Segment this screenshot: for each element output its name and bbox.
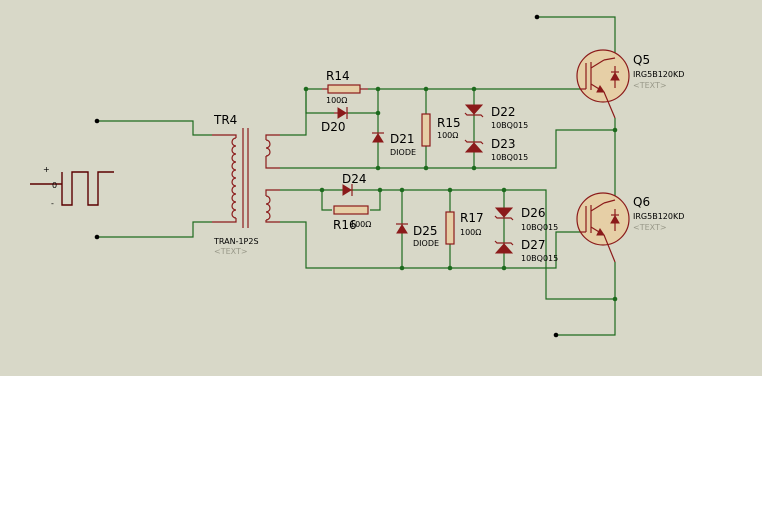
r15-value: 100Ω — [437, 131, 458, 140]
r16-ref: R16 — [333, 218, 357, 232]
q5-ref: Q5 — [633, 53, 650, 67]
d20-ref: D20 — [321, 120, 346, 134]
zener-d22[interactable]: D22 10BQ015 — [464, 104, 528, 130]
diode-d25[interactable]: D25 DIODE — [396, 223, 439, 248]
zener-d26[interactable]: D26 10BQ015 — [494, 206, 558, 232]
generator-plus-label: + — [43, 165, 50, 174]
d27-ref: D27 — [521, 238, 546, 252]
zener-d23[interactable]: D23 10BQ015 — [464, 137, 528, 162]
d23-ref: D23 — [491, 137, 516, 151]
resistor-r15[interactable]: R15 100Ω — [421, 113, 461, 147]
d25-value: DIODE — [413, 239, 439, 248]
diode-d20[interactable]: D20 — [321, 107, 348, 134]
d27-value: 10BQ015 — [521, 254, 558, 263]
generator-zero-label: 0 — [52, 181, 57, 190]
junction-dots — [303, 86, 618, 302]
d26-value: 10BQ015 — [521, 223, 558, 232]
d26-ref: D26 — [521, 206, 546, 220]
r16-value: 100Ω — [350, 220, 371, 229]
terminal-pins — [94, 14, 559, 338]
zener-d27[interactable]: D27 10BQ015 — [494, 238, 558, 263]
d21-value: DIODE — [390, 148, 416, 157]
diode-d24[interactable]: D24 — [342, 172, 367, 196]
tr4-ref: TR4 — [213, 113, 237, 127]
transformer-tr4[interactable]: TR4 TRAN-1P2S <TEXT> — [212, 113, 280, 256]
r14-ref: R14 — [326, 69, 350, 83]
tr4-value: TRAN-1P2S — [213, 237, 259, 246]
q6-text-placeholder: <TEXT> — [633, 223, 667, 232]
igbt-q5[interactable]: Q5 IRG5B120KD <TEXT> — [576, 49, 684, 119]
tr4-text-placeholder: <TEXT> — [214, 247, 248, 256]
r15-ref: R15 — [437, 116, 461, 130]
d25-ref: D25 — [413, 224, 438, 238]
q6-ref: Q6 — [633, 195, 650, 209]
diode-d21[interactable]: D21 DIODE — [372, 132, 416, 157]
pulse-generator[interactable]: + 0 - — [30, 165, 114, 208]
d24-ref: D24 — [342, 172, 367, 186]
generator-minus-label: - — [51, 199, 54, 208]
d22-ref: D22 — [491, 105, 516, 119]
igbt-q6[interactable]: Q6 IRG5B120KD <TEXT> — [576, 192, 684, 263]
q6-value: IRG5B120KD — [633, 212, 684, 221]
d21-ref: D21 — [390, 132, 415, 146]
r17-value: 100Ω — [460, 228, 481, 237]
r14-value: 100Ω — [326, 96, 347, 105]
d23-value: 10BQ015 — [491, 153, 528, 162]
schematic-canvas[interactable]: + 0 - TR4 TRAN-1P2S <TEXT> R14 100Ω D20 — [0, 0, 762, 376]
q5-value: IRG5B120KD — [633, 70, 684, 79]
resistor-r14[interactable]: R14 100Ω — [322, 69, 368, 105]
q5-text-placeholder: <TEXT> — [633, 81, 667, 90]
r17-ref: R17 — [460, 211, 484, 225]
d22-value: 10BQ015 — [491, 121, 528, 130]
resistor-r16[interactable]: R16 100Ω — [333, 205, 371, 232]
resistor-r17[interactable]: R17 100Ω — [445, 211, 484, 245]
